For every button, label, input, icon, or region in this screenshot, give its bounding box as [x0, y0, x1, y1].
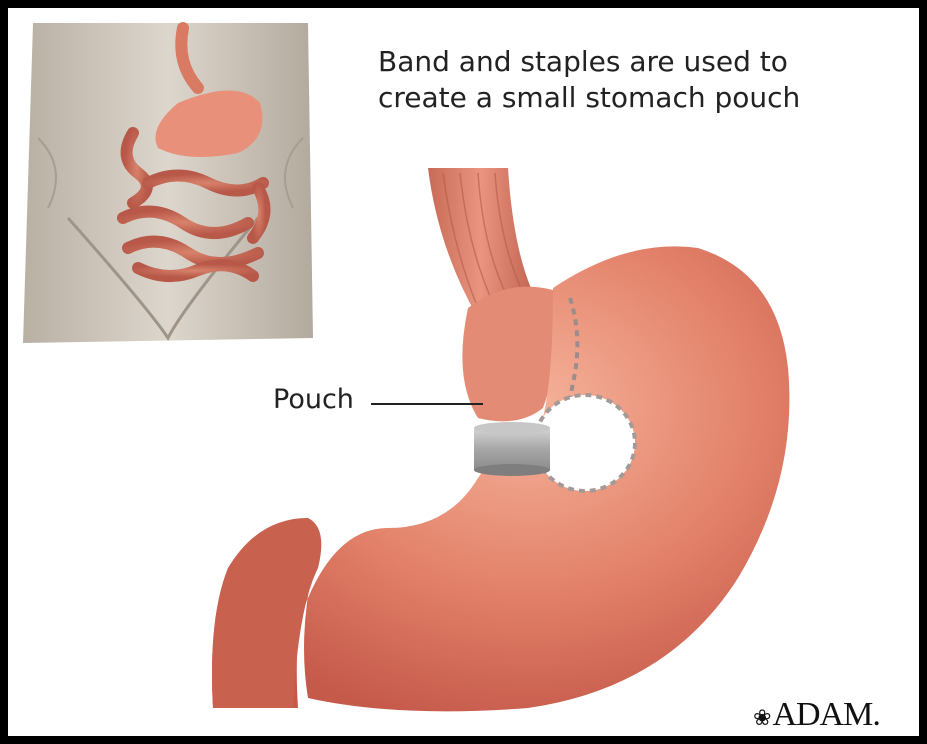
caption-line-1: Band and staples are used to [378, 44, 800, 80]
adam-logo: ❀ADAM. [753, 696, 880, 734]
stomach-illustration [8, 8, 919, 736]
torso-inset [23, 23, 313, 343]
caption-line-2: create a small stomach pouch [378, 80, 800, 116]
logo-text: ADAM. [772, 696, 879, 733]
caption: Band and staples are used to create a sm… [378, 44, 800, 116]
duodenum [212, 518, 321, 708]
leaf-icon: ❀ [753, 705, 770, 730]
pouch [462, 287, 558, 422]
gastric-band [474, 422, 550, 476]
illustration-panel: Band and staples are used to create a sm… [8, 8, 919, 736]
pouch-label: Pouch [273, 384, 354, 415]
